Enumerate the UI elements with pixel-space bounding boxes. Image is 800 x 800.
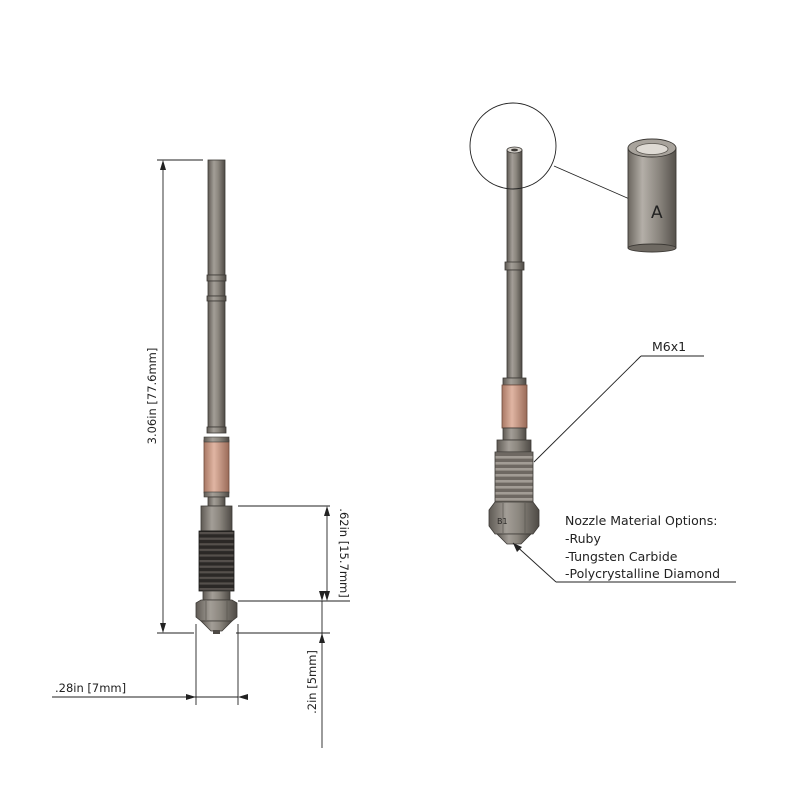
sleeve-cap-bottom — [203, 491, 230, 498]
materials-leader — [512, 542, 557, 583]
thread-length-label: .62in [15.7mm] — [337, 508, 351, 597]
thread-leader — [533, 355, 642, 463]
width-label: .28in [7mm] — [55, 681, 126, 695]
detail-leader — [553, 165, 642, 205]
thread-section — [198, 530, 235, 592]
dimension-arrows — [160, 160, 330, 700]
perspective-ring — [502, 377, 527, 386]
sleeve-cap-top — [203, 436, 230, 443]
perspective-shaft-collar — [504, 261, 525, 271]
material-option: -Ruby — [565, 531, 601, 546]
shaft-upper — [207, 159, 226, 276]
tip-length-label: .2in [5mm] — [305, 650, 319, 714]
detail-a-tube — [627, 138, 677, 253]
perspective-collar — [496, 439, 532, 453]
right-nozzle-perspective: B1 — [488, 146, 540, 545]
shaft-ring — [206, 426, 227, 434]
detail-letter: A — [651, 203, 663, 223]
perspective-copper-sleeve — [501, 384, 528, 429]
hex-nut — [195, 599, 238, 622]
material-option: -Tungsten Carbide — [565, 549, 678, 564]
left-nozzle-elevation — [195, 159, 238, 634]
thread-undercut — [202, 590, 231, 601]
shaft-middle — [207, 280, 226, 297]
thread-label: M6x1 — [652, 339, 686, 354]
shaft-lower — [207, 300, 226, 428]
perspective-neck — [502, 427, 527, 441]
shaft-step — [206, 295, 227, 302]
dimension-lines — [52, 159, 350, 748]
overall-length-label: 3.06in [77.6mm] — [145, 348, 159, 445]
copper-sleeve — [203, 439, 230, 494]
hex-marking: B1 — [497, 517, 508, 526]
perspective-shaft-upper — [506, 149, 523, 266]
shaft-collar — [206, 274, 227, 282]
perspective-hex-nut — [488, 501, 540, 535]
perspective-thread — [494, 451, 534, 503]
detail-circle — [469, 102, 557, 190]
materials-heading: Nozzle Material Options: — [565, 513, 717, 528]
body-collar — [200, 505, 233, 532]
tip-end — [213, 630, 220, 634]
nozzle-tip — [200, 620, 233, 632]
shaft-neck — [207, 496, 226, 507]
material-option: -Polycrystalline Diamond — [565, 566, 720, 581]
perspective-tip — [496, 533, 532, 545]
perspective-shaft-lower — [506, 269, 523, 379]
